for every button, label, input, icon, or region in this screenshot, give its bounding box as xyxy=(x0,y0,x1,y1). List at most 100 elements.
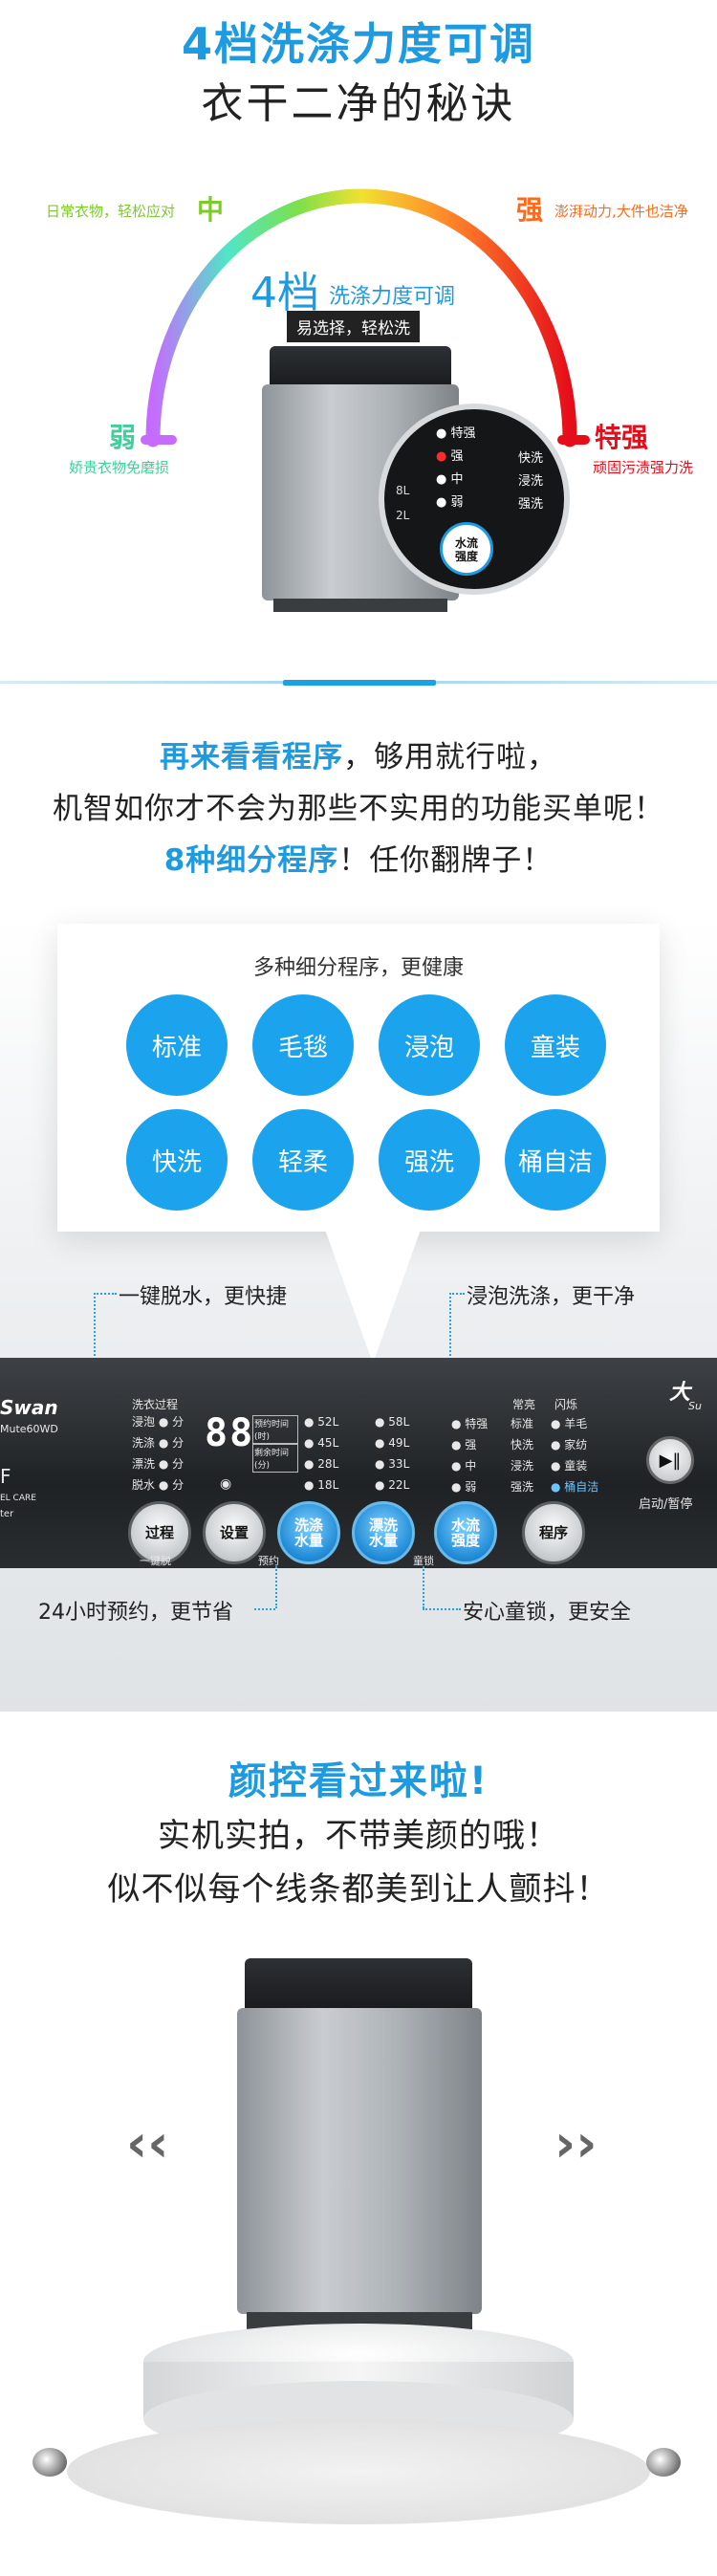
prog-col2-0-label: 羊毛 xyxy=(564,1417,588,1430)
section1-divider-accent xyxy=(283,680,436,686)
programs-line1-bold: 再来看看程序 xyxy=(160,740,343,775)
prog-col2-2: ● 童装 xyxy=(551,1459,588,1473)
program-button[interactable]: 程序 xyxy=(522,1501,585,1564)
center-big-label: 4档 xyxy=(250,269,319,317)
wash-water-button[interactable]: 洗涤 水量 xyxy=(277,1501,340,1564)
program-soak[interactable]: 浸泡 xyxy=(379,994,480,1096)
zoom-option-3-label: 弱 xyxy=(450,495,464,510)
process-unit: 分 xyxy=(172,1436,185,1450)
settings-button[interactable]: 设置 xyxy=(203,1501,266,1564)
water-left-0: ● 52L xyxy=(304,1415,339,1429)
strength-2-label: 中 xyxy=(465,1459,477,1473)
programs-line3-bold: 8种细分程序 xyxy=(163,843,339,878)
level-extra-desc: 顽固污渍强力洗 xyxy=(593,459,694,476)
water-right-2-label: 33L xyxy=(388,1457,410,1471)
process-row-0: 浸泡 ● 分 xyxy=(132,1415,185,1429)
spotlight-right-icon xyxy=(646,2448,681,2477)
one-key-spin-label: 一键脱 xyxy=(140,1555,171,1567)
washer-photo-body xyxy=(237,2008,482,2314)
programs-line2: 机智如你才不会为那些不实用的功能买单呢！ xyxy=(53,792,664,826)
digital-display: 88 xyxy=(205,1411,255,1455)
zoom-option-0: ● 特强 xyxy=(436,426,476,441)
reserve-label: 预约 xyxy=(258,1555,279,1567)
water-left-1-label: 45L xyxy=(317,1436,339,1450)
process-row-1: 洗涤 ● 分 xyxy=(132,1436,185,1450)
callout-reserve: 24小时预约，更节省 xyxy=(38,1601,233,1625)
next-arrow-icon[interactable]: ›› xyxy=(554,2113,598,2173)
water-strength-button[interactable]: 水流 强度 xyxy=(440,522,493,576)
level-medium-desc: 日常衣物，轻松应对 xyxy=(46,203,176,220)
water-strength-panel-button[interactable]: 水流 强度 xyxy=(434,1501,497,1564)
section1-subtitle: 衣干二净的秘诀 xyxy=(201,79,516,128)
panel-mark-f: F xyxy=(0,1465,11,1488)
play-pause-icon[interactable]: ▶‖ xyxy=(646,1436,694,1484)
program-quick[interactable]: 快洗 xyxy=(126,1109,228,1211)
display-label-remaining: 剩余时间(分) xyxy=(252,1444,298,1473)
strength-3-label: 弱 xyxy=(465,1480,477,1494)
water-strength-panel-label: 水流 强度 xyxy=(450,1517,480,1549)
wash-water-button-label: 洗涤 水量 xyxy=(293,1517,323,1549)
water-left-2: ● 28L xyxy=(304,1457,339,1471)
water-right-1: ● 49L xyxy=(375,1436,410,1450)
process-unit: 分 xyxy=(172,1478,185,1492)
zoom-control-circle: 8L 2L ● 特强 ● 强 ● 中 ● 弱 快洗 浸洗 强洗 水流 强度 xyxy=(379,404,570,595)
program-tub-clean[interactable]: 桶自洁 xyxy=(505,1109,606,1211)
zoom-option-1-label: 强 xyxy=(450,449,464,464)
program-blanket[interactable]: 毛毯 xyxy=(252,994,354,1096)
level-weak-label: 弱 xyxy=(109,422,137,453)
callout-line xyxy=(275,1566,277,1608)
panel-model: Mute60WD xyxy=(0,1423,58,1435)
process-button-label: 过程 xyxy=(144,1524,174,1541)
prog-col2-2-label: 童装 xyxy=(564,1459,588,1473)
zoom-right-2: 强洗 xyxy=(518,497,544,512)
child-lock-label: 童锁 xyxy=(413,1555,434,1567)
process-button[interactable]: 过程 xyxy=(128,1501,191,1564)
programs-line1: 再来看看程序，够用就行啦， xyxy=(0,732,717,775)
center-rest-label: 洗涤力度可调 xyxy=(329,285,456,309)
badge-easy-select: 易选择，轻松洗 xyxy=(287,311,420,342)
programs-card-title: 多种细分程序，更健康 xyxy=(252,956,464,980)
water-right-0: ● 58L xyxy=(375,1415,410,1429)
strength-1-label: 强 xyxy=(465,1438,477,1452)
callout-spin: 一键脱水，更快捷 xyxy=(119,1285,288,1309)
process-row-2: 漂洗 ● 分 xyxy=(132,1457,185,1471)
process-row-1-label: 洗涤 xyxy=(132,1436,156,1450)
prev-arrow-icon[interactable]: ‹‹ xyxy=(126,2113,169,2173)
floor-shadow xyxy=(67,2419,650,2524)
process-row-3-label: 脱水 xyxy=(132,1478,156,1492)
level-strong-desc: 澎湃动力,大件也洁净 xyxy=(554,203,688,220)
prog-col1-0: 标准 xyxy=(511,1417,534,1430)
prog-col1-3: 强洗 xyxy=(511,1480,534,1494)
zoom-option-2-label: 中 xyxy=(450,472,464,487)
zoom-right-0: 快洗 xyxy=(518,451,544,466)
programs-card: 多种细分程序，更健康 标准 毛毯 浸泡 童装 快洗 轻柔 强洗 桶自洁 xyxy=(57,924,660,1232)
water-right-3-label: 22L xyxy=(388,1478,410,1492)
callout-child-lock: 安心童锁，更安全 xyxy=(463,1601,632,1625)
prog-col1-1: 快洗 xyxy=(511,1438,534,1452)
strength-3: ● 弱 xyxy=(451,1480,477,1494)
programs-line3: 8种细分程序！任你翻牌子！ xyxy=(0,836,717,879)
program-gentle[interactable]: 轻柔 xyxy=(252,1109,354,1211)
washer-base xyxy=(273,599,447,612)
strength-0-label: 特强 xyxy=(465,1417,489,1430)
strength-arc xyxy=(141,188,590,448)
panel-brand-right-sub: Su xyxy=(688,1400,702,1412)
program-kids[interactable]: 童装 xyxy=(505,994,606,1096)
callout-line xyxy=(94,1293,117,1295)
strength-2: ● 中 xyxy=(451,1459,477,1473)
process-unit: 分 xyxy=(172,1457,185,1471)
rinse-water-button[interactable]: 漂洗 水量 xyxy=(352,1501,415,1564)
start-pause-label: 启动/暂停 xyxy=(639,1497,693,1512)
section-programs: 再来看看程序，够用就行啦， 机智如你才不会为那些不实用的功能买单呢！ 8种细分程… xyxy=(0,688,717,1712)
prog-header-blink: 闪烁 xyxy=(554,1398,578,1411)
process-header: 洗衣过程 xyxy=(132,1398,179,1411)
program-strong[interactable]: 强洗 xyxy=(379,1109,480,1211)
prog-col2-0: ● 羊毛 xyxy=(551,1417,588,1430)
water-right-0-label: 58L xyxy=(388,1415,410,1429)
zoom-left-2: 2L xyxy=(396,509,410,522)
water-right-1-label: 49L xyxy=(388,1436,410,1450)
control-panel: Swan Mute60WD F EL CARE ter 洗衣过程 浸泡 ● 分 … xyxy=(0,1358,717,1568)
program-standard[interactable]: 标准 xyxy=(126,994,228,1096)
strength-0: ● 特强 xyxy=(451,1417,489,1430)
spotlight-left-icon xyxy=(33,2448,67,2477)
